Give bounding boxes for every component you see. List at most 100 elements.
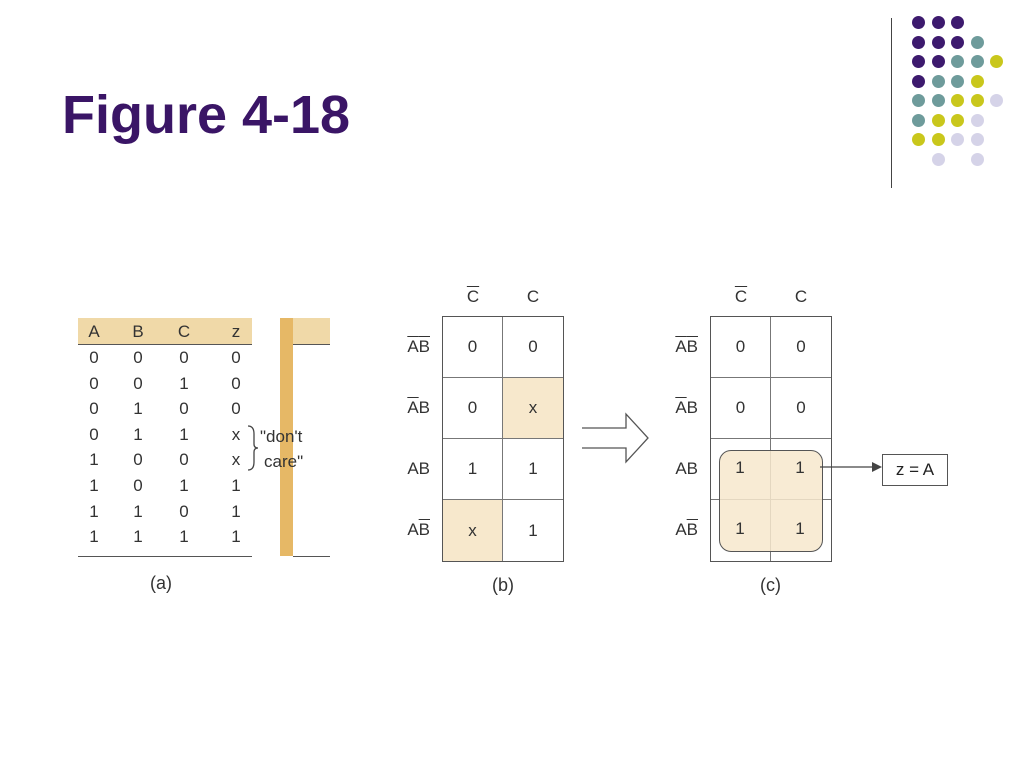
- table-cell: 0: [133, 476, 143, 495]
- kmap-c-row-label-2: AB: [675, 459, 698, 478]
- table-cell: 0: [231, 348, 241, 367]
- kmap-c-group-values: 1 1 1 1: [710, 316, 830, 560]
- decorative-dot: [931, 94, 945, 107]
- decorative-dot: [990, 94, 1003, 107]
- hollow-arrow-icon: [582, 412, 649, 464]
- kmap-c-cell: 0: [711, 378, 771, 439]
- decorative-dot: [931, 16, 945, 29]
- table-cell: 1: [231, 527, 241, 547]
- caption-c: (c): [760, 575, 781, 595]
- table-cell: 1: [133, 424, 143, 444]
- kmap-c-cell: 0: [711, 317, 771, 378]
- table-cell: 0: [133, 450, 143, 470]
- decorative-dot: [931, 55, 945, 68]
- table-cell: 1: [89, 476, 99, 495]
- dont-care-label-2: care": [264, 452, 304, 471]
- decorative-dot: [912, 94, 925, 107]
- table-header-background-z: [293, 318, 330, 344]
- kmap-b-row-label-2: AB: [407, 459, 430, 478]
- decorative-dot: [931, 113, 945, 127]
- table-cell: 1: [179, 424, 189, 444]
- result-box: z = A: [882, 454, 948, 486]
- table-cell: 1: [89, 527, 99, 547]
- kmap-b-row-label-1: AB: [407, 398, 430, 417]
- decorative-dot: [970, 74, 984, 88]
- table-cell: 1: [133, 399, 143, 419]
- kmap-b-cell: 0: [443, 378, 503, 439]
- kmap-b-row-label-3: AB: [407, 520, 430, 539]
- header-b: B: [132, 322, 144, 341]
- kmap-c-group-loop: [719, 450, 823, 552]
- kmap-b-col-label-1: C: [526, 287, 540, 306]
- table-cell: 0: [179, 450, 189, 470]
- table-cell: 0: [179, 399, 189, 419]
- caption-a: (a): [150, 573, 172, 593]
- decorative-dot: [912, 16, 925, 29]
- kmap-b-cell: 0: [503, 317, 563, 378]
- kmap-b-cell: 1: [443, 439, 503, 500]
- kmap-c-row-label-0: AB: [675, 337, 698, 356]
- header-rule-z: [293, 344, 330, 345]
- decorative-dot: [912, 74, 925, 88]
- decorative-dot: [970, 35, 984, 49]
- kmap-b-cell: x: [443, 500, 503, 561]
- table-cell: 1: [179, 527, 189, 547]
- divider-line: [891, 18, 892, 188]
- table-cell: 1: [89, 501, 99, 521]
- table-header-background: [78, 318, 252, 344]
- decorative-dot: [970, 113, 984, 127]
- decorative-dot: [970, 94, 984, 107]
- table-cell: 1: [133, 527, 143, 547]
- kmap-c-row-label-3: AB: [675, 520, 698, 539]
- table-cell: 0: [89, 348, 99, 367]
- bottom-rule-z: [293, 556, 330, 557]
- kmap-c-group-value: 1: [795, 519, 805, 538]
- kmap-b-cell: x: [503, 378, 563, 439]
- decorative-dot: [970, 133, 984, 146]
- table-cell: x: [231, 424, 241, 444]
- kmap-b-col-label-0: C: [466, 287, 480, 306]
- decorative-dot: [951, 55, 964, 68]
- decorative-dot: [951, 133, 964, 146]
- table-cell: 0: [133, 373, 143, 393]
- decorative-dot: [951, 16, 964, 29]
- kmap-c-cell: 0: [771, 317, 831, 378]
- kmap-c-group-value: 1: [795, 458, 805, 477]
- table-cell: 1: [179, 373, 189, 393]
- decorative-dot: [912, 133, 925, 146]
- header-z: z: [231, 322, 241, 341]
- decorative-dot: [951, 74, 964, 88]
- table-cell: 0: [179, 348, 189, 367]
- table-cell: 1: [231, 476, 241, 495]
- table-cell: 1: [89, 450, 99, 470]
- table-cell: 0: [89, 399, 99, 419]
- table-cell: 0: [133, 348, 143, 367]
- decorative-dot: [931, 74, 945, 88]
- decorative-dot: [912, 35, 925, 49]
- decorative-dot: [931, 152, 945, 166]
- kmap-c-cell: 0: [771, 378, 831, 439]
- dont-care-label-1: "don't: [260, 427, 303, 446]
- table-cell: 1: [179, 476, 189, 495]
- result-arrow-icon: [820, 462, 882, 472]
- header-rule: [78, 344, 252, 345]
- table-cell: 0: [231, 399, 241, 419]
- page-title: Figure 4-18: [62, 85, 351, 145]
- kmap-c-group-value: 1: [735, 458, 745, 477]
- decorative-dot: [951, 35, 964, 49]
- table-cell: 0: [231, 373, 241, 393]
- header-c: C: [177, 322, 191, 341]
- table-cell: 1: [231, 501, 241, 521]
- brace-icon: [247, 425, 259, 471]
- table-separator-column: [280, 318, 293, 556]
- kmap-c-row-label-1: AB: [675, 398, 698, 417]
- kmap-c-group-value: 1: [735, 519, 745, 538]
- table-cell: 0: [89, 424, 99, 444]
- kmap-b-cell: 1: [528, 520, 538, 540]
- decorative-dot: [931, 35, 945, 49]
- caption-b: (b): [492, 575, 514, 595]
- bottom-rule: [78, 556, 252, 557]
